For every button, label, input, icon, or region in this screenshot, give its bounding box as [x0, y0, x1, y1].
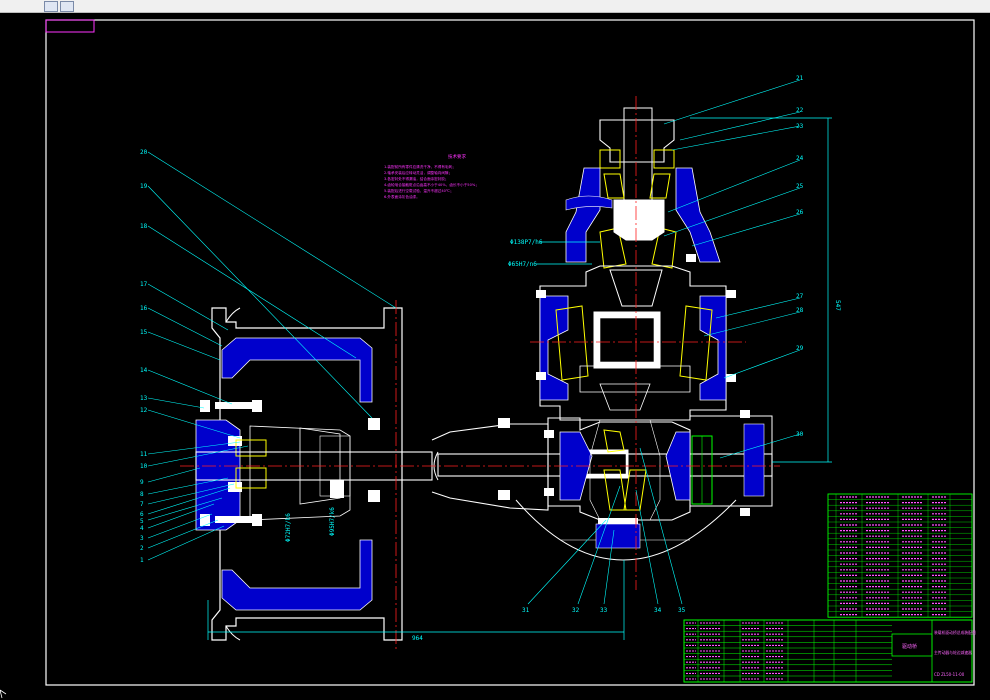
- part-number-8: 8: [140, 491, 144, 498]
- parts-list-table: [827, 493, 973, 618]
- table-icon[interactable]: [44, 1, 58, 12]
- part-number-16: 16: [140, 305, 148, 312]
- part-number-list-right: 21 22 23 24 25 26 27 28 29 30: [796, 75, 804, 438]
- part-number-19: 19: [140, 183, 148, 190]
- tech-line-3: 3.各密封处不得漏油，结合面涂密封胶；: [384, 176, 449, 181]
- part-number-5: 5: [140, 518, 144, 525]
- tech-line-5: 5.装配后进行空载试验，温升不超过40℃；: [384, 188, 454, 193]
- tech-line-6: 6.外表面涂灰色油漆。: [384, 194, 420, 199]
- part-number-15: 15: [140, 329, 148, 336]
- fit-label-4: Φ65H7/n6: [508, 261, 537, 268]
- center-lines: [180, 96, 780, 650]
- fit-label-1: Φ72H7/k6: [285, 513, 292, 542]
- wheel-hub-assembly: Φ72H7/k6 Φ95H7/k6: [195, 307, 433, 641]
- part-number-29: 29: [796, 345, 804, 352]
- part-number-34: 34: [654, 607, 662, 614]
- selection-rect: [45, 19, 95, 33]
- part-number-13: 13: [140, 395, 148, 402]
- part-number-24: 24: [796, 155, 804, 162]
- part-number-23: 23: [796, 123, 804, 130]
- drawing-canvas[interactable]: Φ72H7/k6 Φ95H7/k6: [0, 13, 990, 700]
- part-number-list-bottom: 31 32 33 34 35: [522, 607, 686, 614]
- tech-line-2: 2.轴承安装后应转动灵活，调整轴向间隙；: [384, 170, 452, 175]
- fit-label-2: Φ95H7/k6: [329, 507, 336, 536]
- part-number-6: 6: [140, 511, 144, 518]
- part-number-30: 30: [796, 431, 804, 438]
- part-number-14: 14: [140, 367, 148, 374]
- part-number-12: 12: [140, 407, 148, 414]
- tech-requirements-title: 技术要求: [448, 153, 466, 160]
- dimension-lines: [207, 117, 832, 640]
- part-number-22: 22: [796, 107, 804, 114]
- part-number-list-left: 20 19 18 17 16 15 14 13 12 11 10 9 8 7 654 3 2 1: [140, 149, 148, 564]
- toolbar: [0, 0, 990, 13]
- leader-lines: [147, 79, 801, 605]
- part-number-17: 17: [140, 281, 148, 288]
- part-number-1: 1: [140, 557, 144, 564]
- title-block-drawing-number: CD ZL50-11-00: [934, 672, 965, 677]
- part-number-33: 33: [600, 607, 608, 614]
- dim-height: 547: [834, 300, 841, 311]
- part-number-9: 9: [140, 479, 144, 486]
- part-number-10: 10: [140, 463, 148, 470]
- part-number-27: 27: [796, 293, 804, 300]
- axle-housing: [431, 418, 773, 511]
- title-block-company: 驱动桥: [902, 643, 917, 650]
- part-number-26: 26: [796, 209, 804, 216]
- cursor-mark: [0, 689, 7, 699]
- part-number-20: 20: [140, 149, 148, 156]
- part-number-4: 4: [140, 525, 144, 532]
- part-number-3: 3: [140, 535, 144, 542]
- part-number-7: 7: [140, 501, 144, 508]
- part-number-35: 35: [678, 607, 686, 614]
- drawing-border: [45, 19, 975, 686]
- title-block-subtitle: 主传动器与轮边减速器: [934, 650, 972, 655]
- part-number-11: 11: [140, 451, 148, 458]
- tech-requirements: 技术要求 1.装配前所有零件应清洗干净，不得有毛刺； 2.轴承安装后应转动灵活，…: [384, 153, 479, 199]
- tech-line-1: 1.装配前所有零件应清洗干净，不得有毛刺；: [384, 164, 456, 169]
- part-number-21: 21: [796, 75, 804, 82]
- title-block: 驱动桥 装载机驱动桥总成装配图 主传动器与轮边减速器 CD ZL50-11-00: [683, 619, 976, 683]
- part-number-2: 2: [140, 545, 144, 552]
- fit-label-3: Φ138P7/h6: [510, 239, 543, 246]
- part-number-32: 32: [572, 607, 580, 614]
- tech-line-4: 4.齿轮啮合接触斑点沿齿高不小于40%，齿长不小于50%；: [384, 182, 479, 187]
- part-number-25: 25: [796, 183, 804, 190]
- part-number-18: 18: [140, 223, 148, 230]
- part-number-28: 28: [796, 307, 804, 314]
- main-reducer-assembly: [515, 107, 773, 561]
- dim-overall-width: 964: [412, 635, 423, 642]
- title-block-drawing-title: 装载机驱动桥总成装配图: [934, 630, 976, 635]
- part-number-31: 31: [522, 607, 530, 614]
- grid-icon[interactable]: [60, 1, 74, 12]
